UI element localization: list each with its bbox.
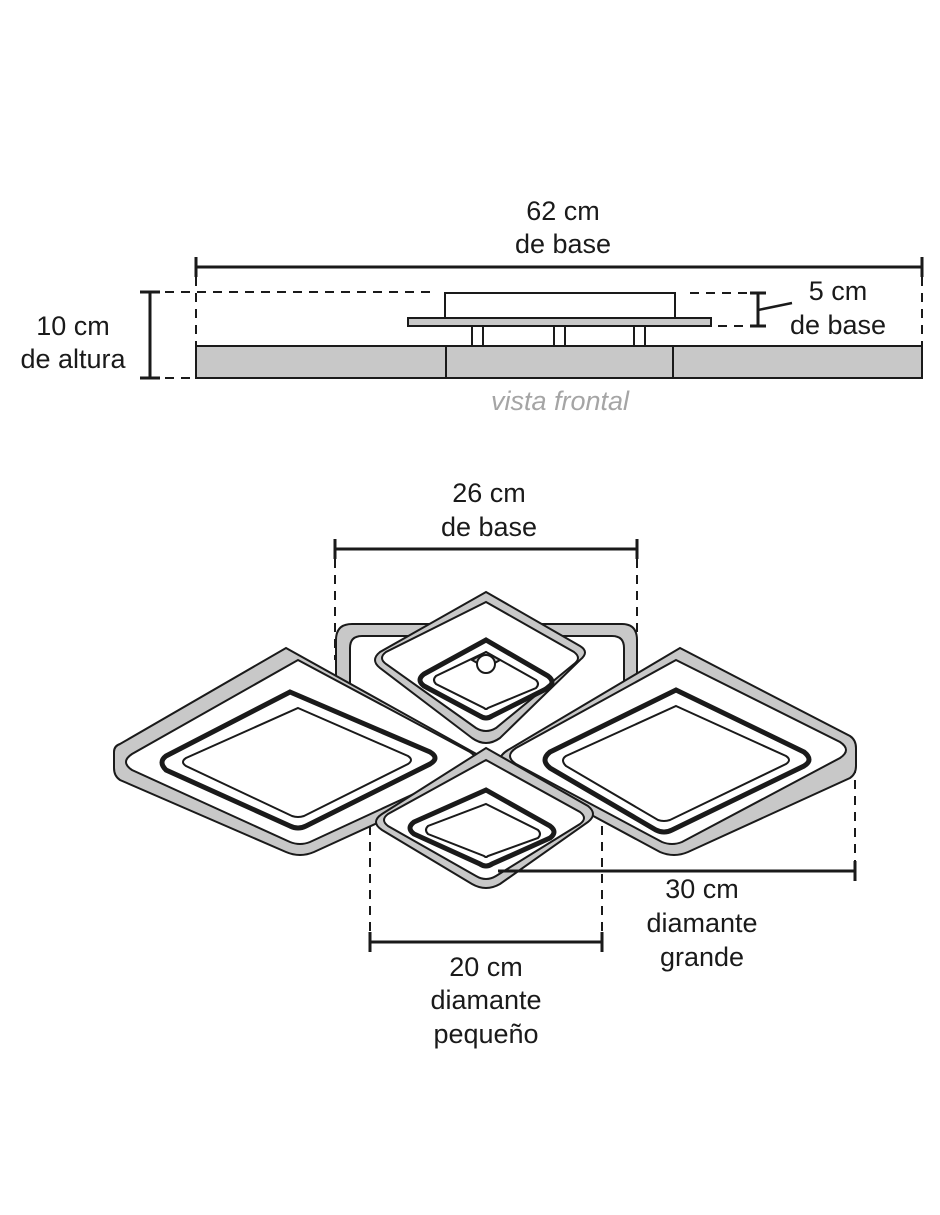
lamp-front-body <box>195 292 923 379</box>
right-large-diamond <box>499 646 857 856</box>
front-panel-center <box>445 345 674 379</box>
large-diamond-value: 30 cm <box>665 874 739 904</box>
front-panel-right <box>672 345 923 379</box>
front-base-desc: de base <box>790 310 886 340</box>
front-extension-lines <box>165 277 923 379</box>
front-panel-left <box>195 345 447 379</box>
small-diamond-line2: pequeño <box>433 1019 538 1049</box>
small-diamond-dimension-line <box>368 932 604 952</box>
height-dimension-line <box>140 290 160 380</box>
large-diamond-line1: diamante <box>646 908 757 938</box>
top-base-value: 26 cm <box>452 478 526 508</box>
support-rods <box>471 325 646 347</box>
top-base-desc: de base <box>441 512 537 542</box>
canopy-plate <box>407 317 712 327</box>
front-height-value: 10 cm <box>36 311 110 341</box>
bottom-small-diamond <box>375 746 594 889</box>
ceiling-mount-screw <box>476 654 496 674</box>
front-width-value: 62 cm <box>526 196 600 226</box>
small-diamond-value: 20 cm <box>449 952 523 982</box>
front-view-caption: vista frontal <box>491 386 630 416</box>
top-view: 26 cm de base 30 cm diamante grande 20 c… <box>113 478 857 1049</box>
small-diamond-line1: diamante <box>430 985 541 1015</box>
canopy-top <box>444 292 676 319</box>
front-base-value: 5 cm <box>809 276 868 306</box>
large-diamond-dimension-line <box>498 861 857 881</box>
top-small-diamond <box>374 590 586 744</box>
width-dimension-line <box>194 257 924 277</box>
base-dimension-line <box>750 291 793 328</box>
front-height-desc: de altura <box>20 344 126 374</box>
front-width-desc: de base <box>515 229 611 259</box>
top-base-dimension-line <box>333 539 639 559</box>
large-diamond-line2: grande <box>660 942 744 972</box>
front-view: 62 cm de base 10 cm de altura 5 cm de ba… <box>20 196 924 416</box>
left-large-diamond <box>113 646 490 856</box>
